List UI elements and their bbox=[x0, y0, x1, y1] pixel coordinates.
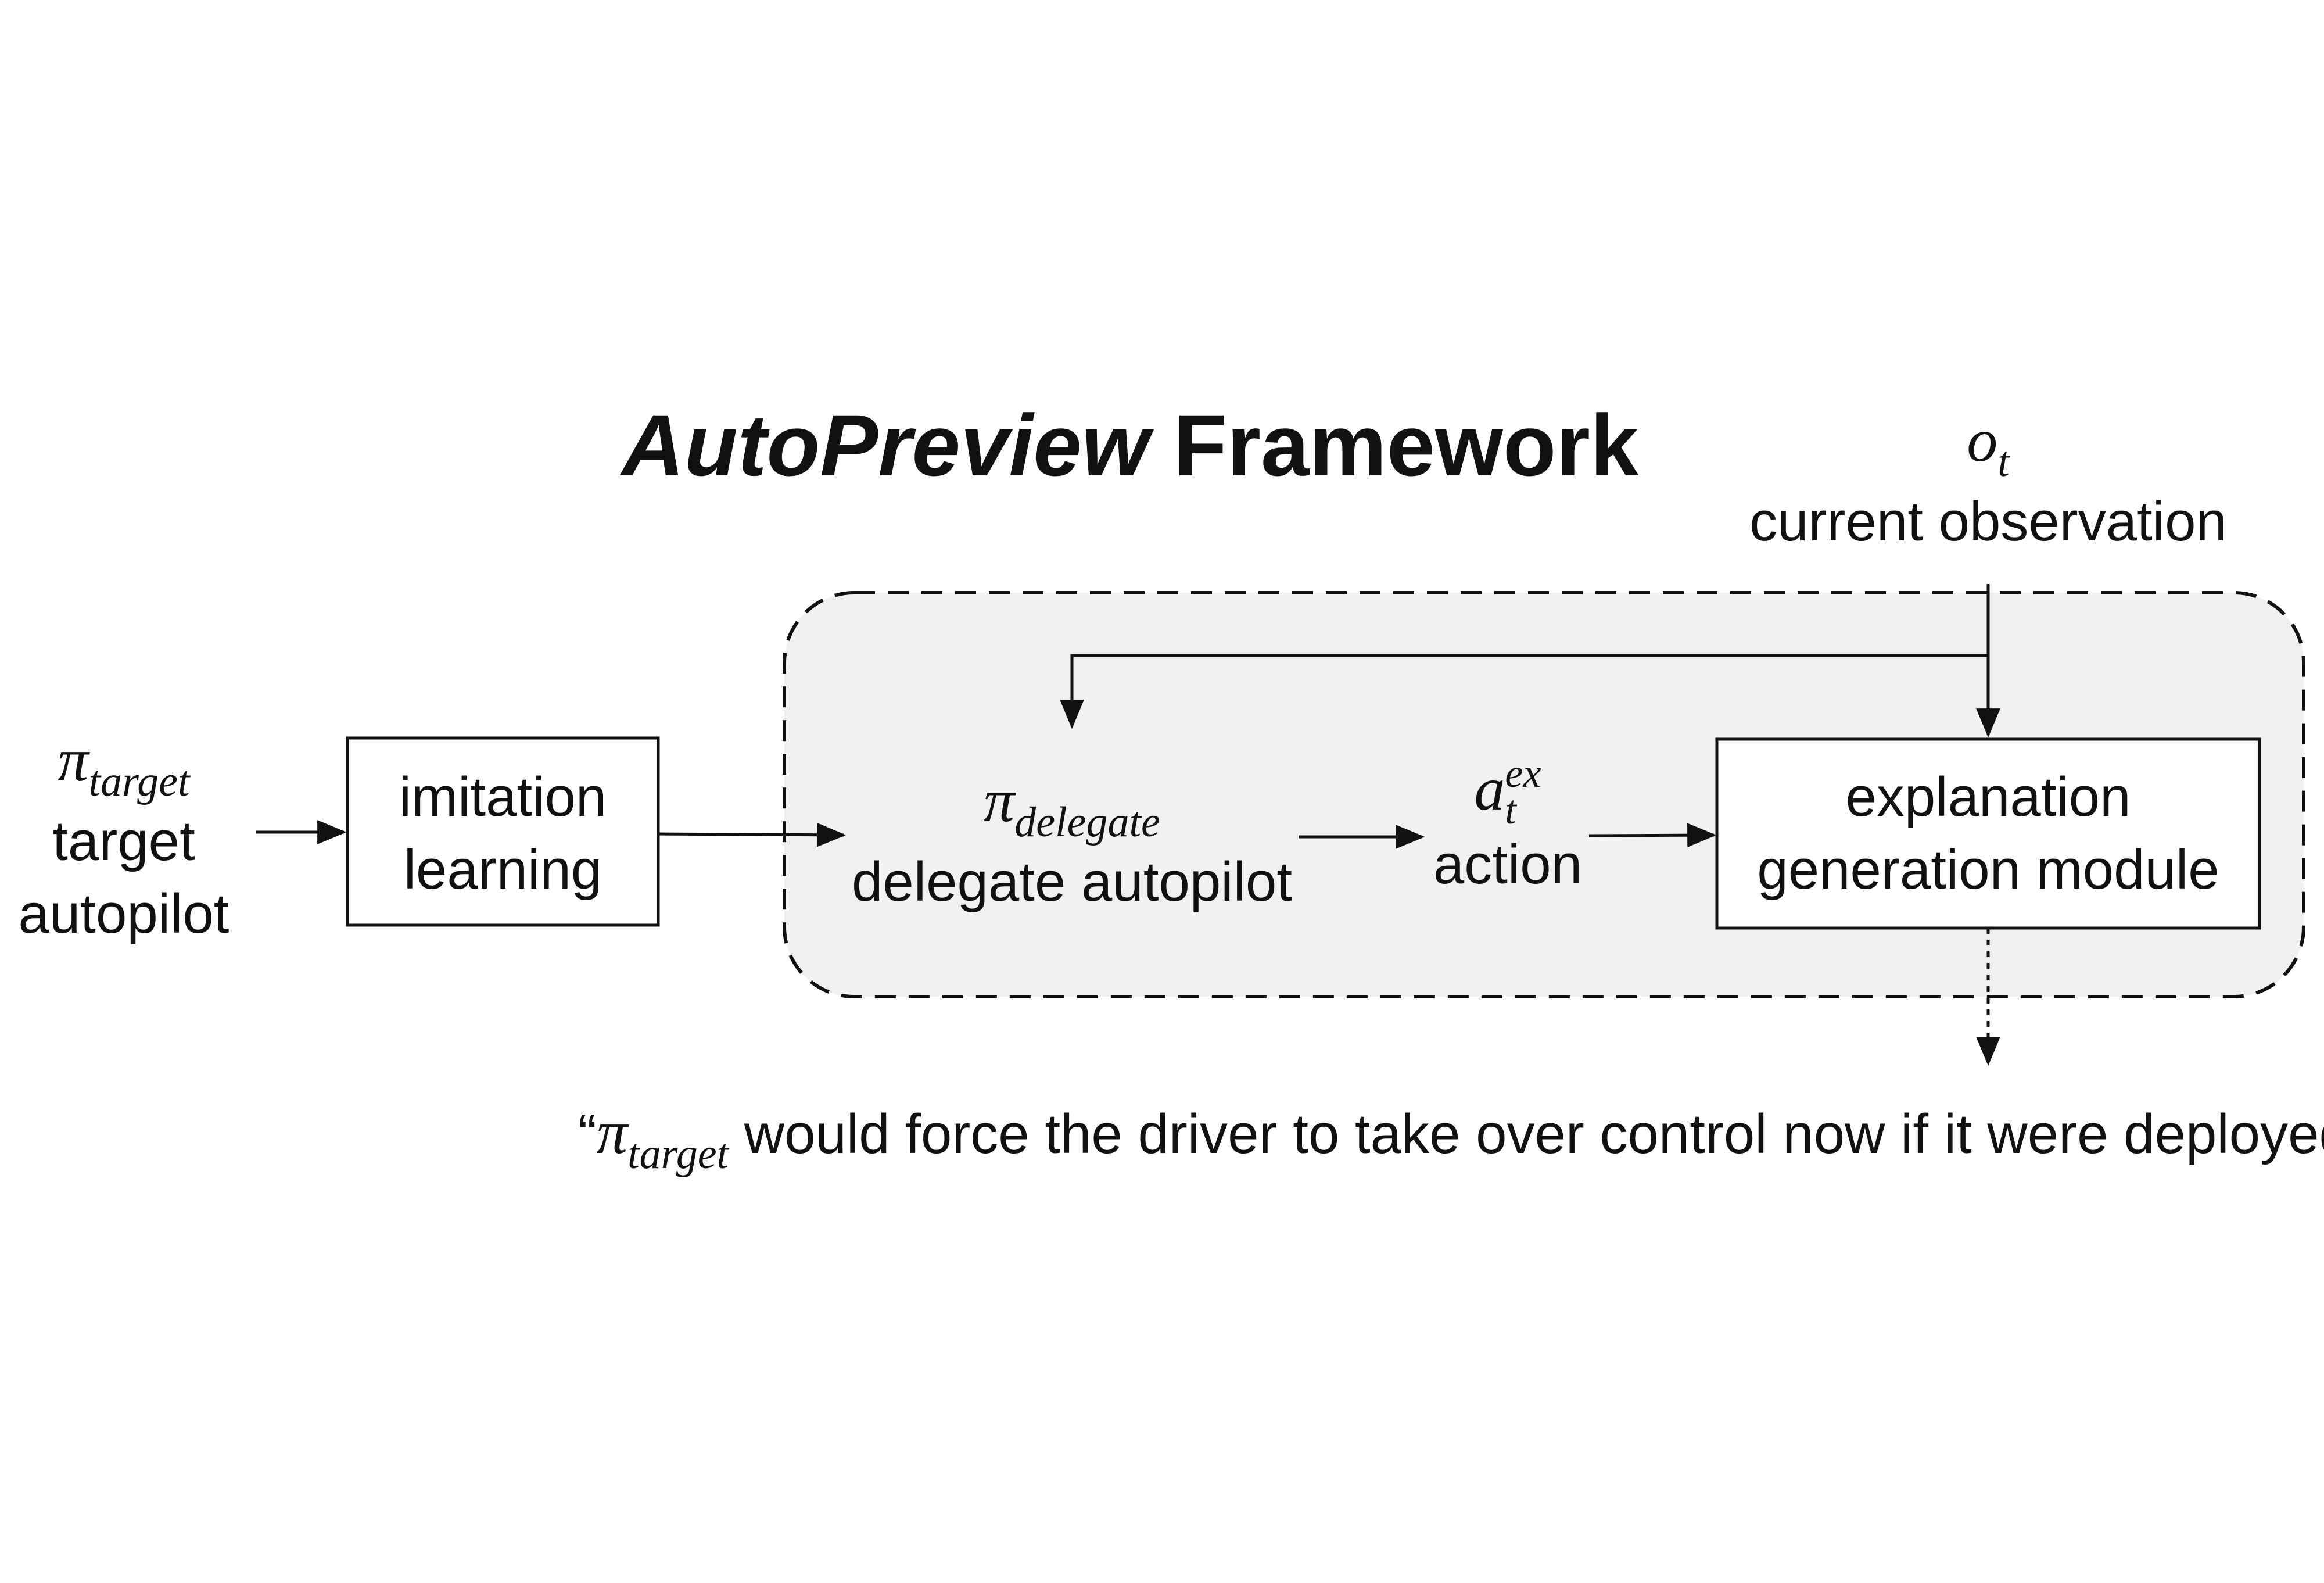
imitation-learning-box bbox=[346, 736, 660, 927]
target-policy-symbol: πtarget bbox=[58, 726, 190, 805]
title-italic: AutoPreview bbox=[621, 396, 1150, 494]
diagram-title: AutoPreview Framework bbox=[622, 395, 1639, 496]
observation-label: ot current observation bbox=[1749, 406, 2227, 558]
imitation-learning-label: imitation learning bbox=[347, 761, 658, 907]
output-explanation: “πtarget would force the driver to take … bbox=[578, 1097, 2324, 1179]
action-superscript: ex bbox=[1505, 751, 1541, 796]
imitation-line1: imitation bbox=[399, 766, 607, 828]
target-autopilot-label: πtarget target autopilot bbox=[19, 726, 229, 951]
arrow-imitation-to-delegate bbox=[658, 822, 847, 847]
arrow-observation-to-delegate bbox=[1060, 654, 1988, 729]
arrow-action-to-explanation bbox=[1588, 823, 1717, 848]
explanation-module-label: explanation generation module bbox=[1717, 761, 2260, 907]
output-text: would force the driver to take over cont… bbox=[729, 1103, 2324, 1165]
output-policy-symbol: π bbox=[596, 1098, 628, 1166]
output-open-quote: “ bbox=[578, 1103, 597, 1165]
explanation-line2: generation module bbox=[1757, 838, 2219, 901]
observation-symbol: ot bbox=[1967, 406, 2010, 486]
imitation-line2: learning bbox=[403, 838, 602, 901]
delegate-policy-symbol: πdelegate bbox=[984, 767, 1160, 846]
target-line2: autopilot bbox=[18, 883, 229, 945]
output-policy-subscript: target bbox=[627, 1130, 729, 1178]
action-subscript: t bbox=[1505, 788, 1516, 833]
title-rest: Framework bbox=[1149, 396, 1639, 494]
observation-text: current observation bbox=[1749, 490, 2227, 553]
delegate-text: delegate autopilot bbox=[852, 851, 1292, 914]
explanation-line1: explanation bbox=[1845, 766, 2131, 828]
delegate-autopilot-label: πdelegate delegate autopilot bbox=[852, 767, 1292, 919]
action-text: action bbox=[1433, 833, 1583, 896]
target-line1: target bbox=[52, 810, 195, 873]
